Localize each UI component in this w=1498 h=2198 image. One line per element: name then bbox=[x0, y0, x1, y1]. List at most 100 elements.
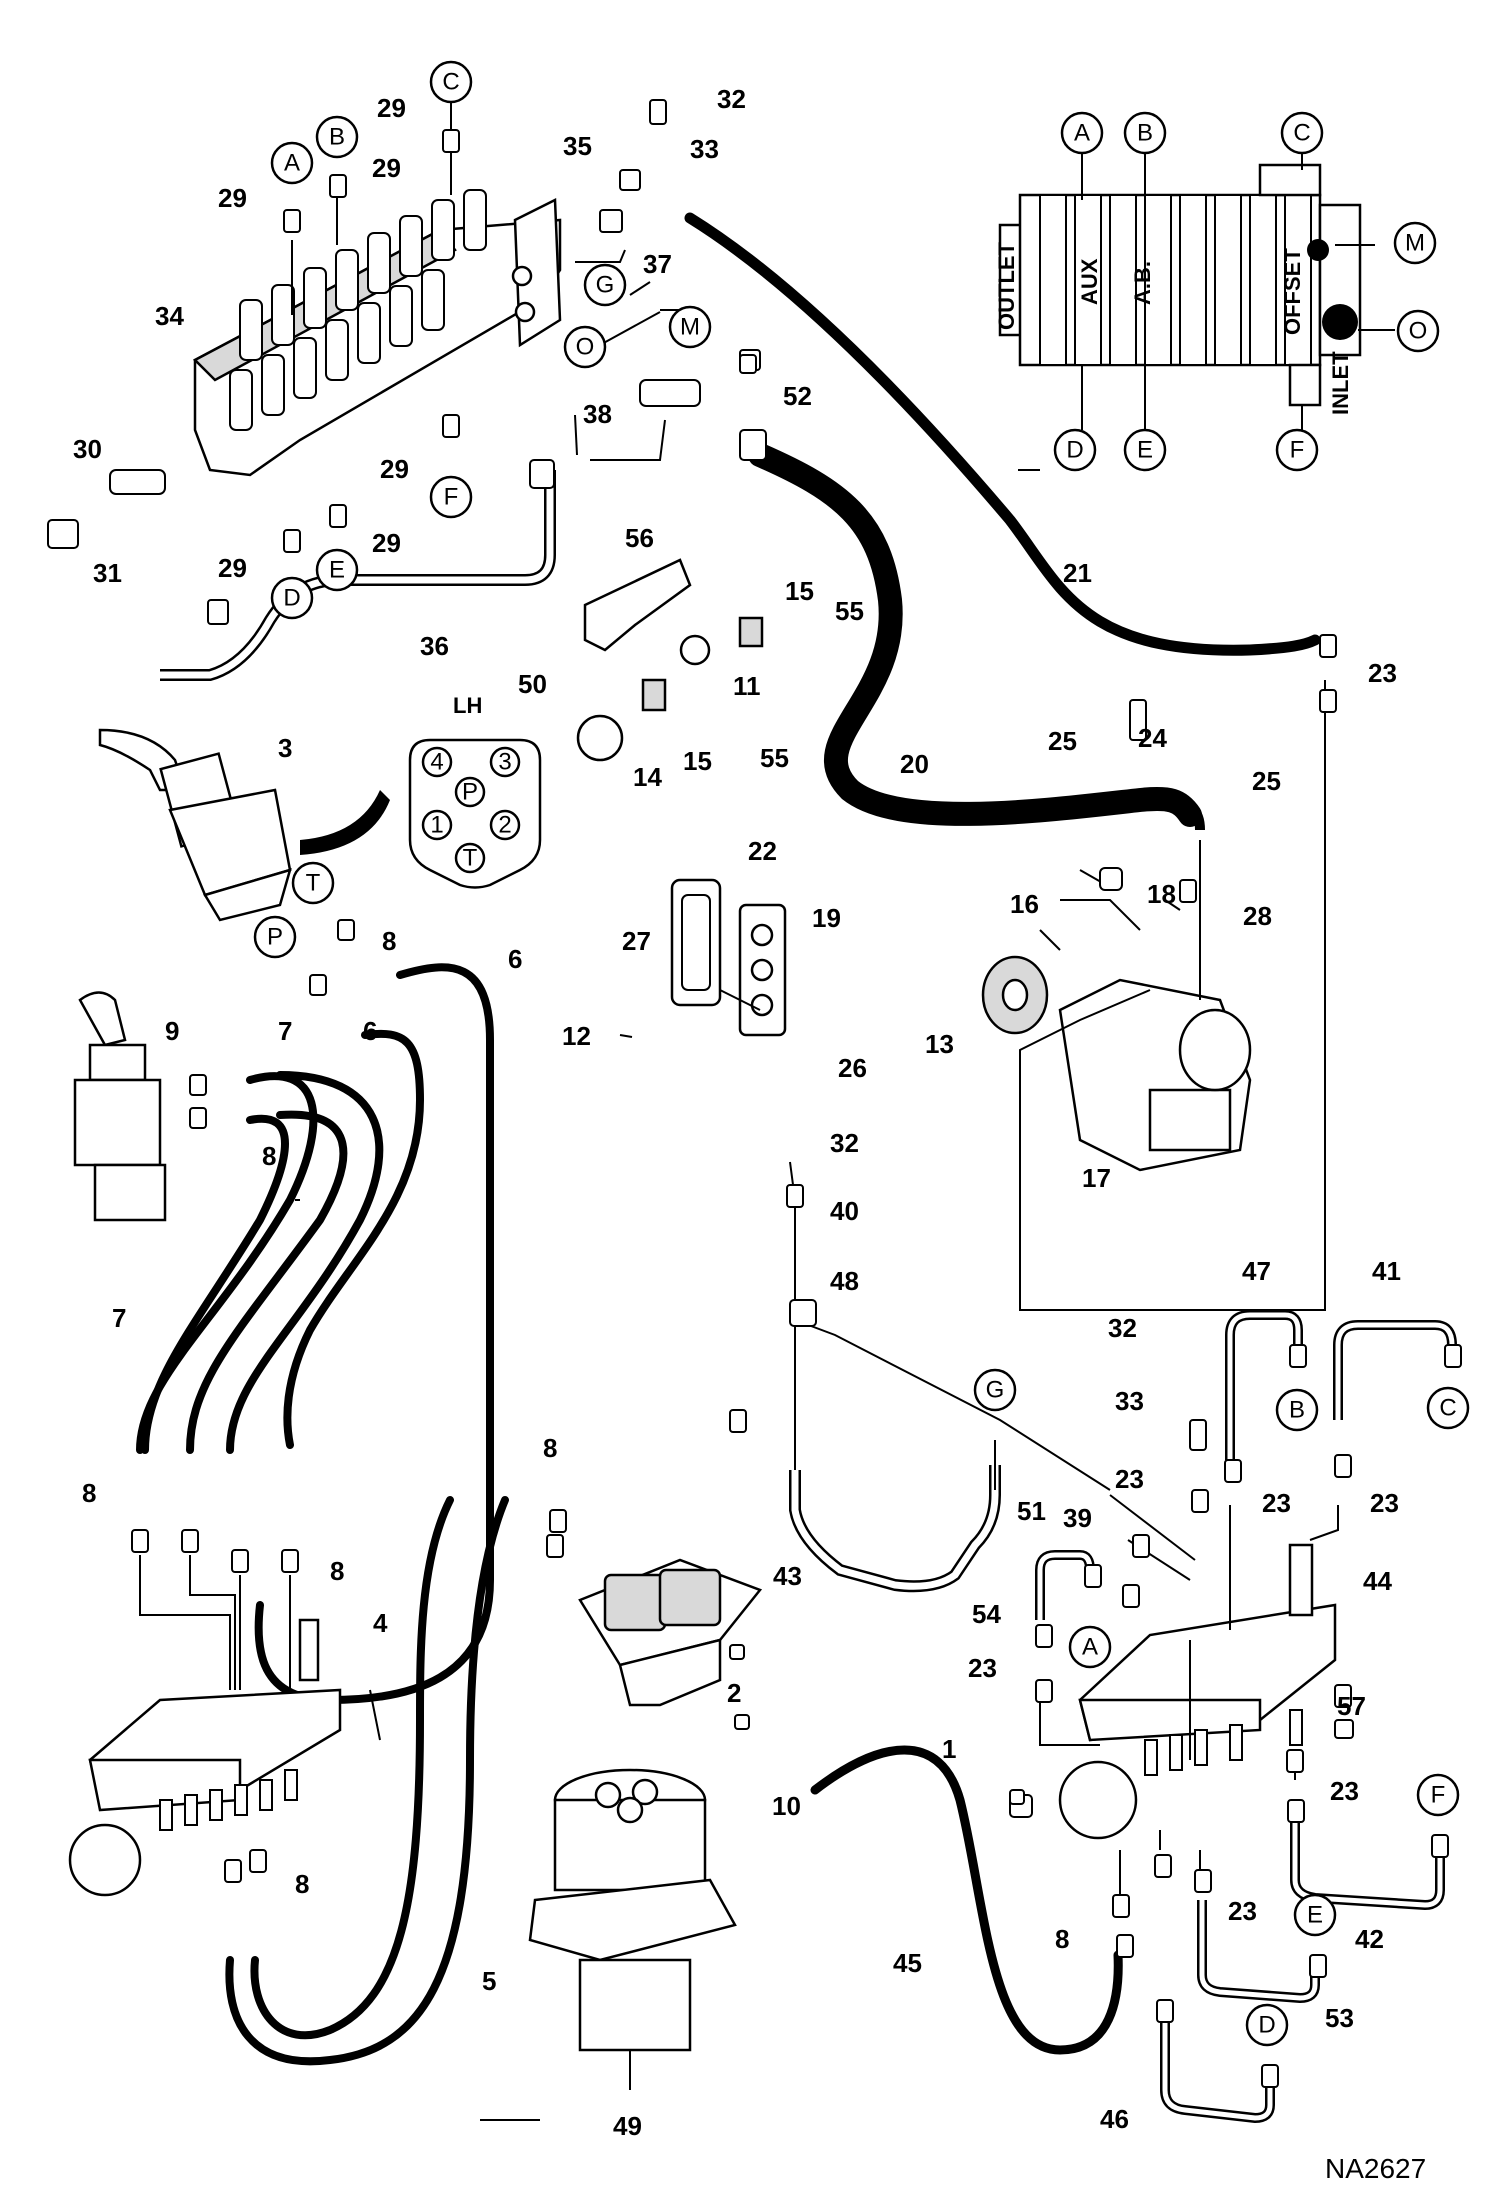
clamp-11 bbox=[679, 634, 711, 666]
callout-34: 34 bbox=[155, 301, 184, 331]
hoses bbox=[136, 212, 1321, 2066]
callout-32a: 32 bbox=[717, 84, 746, 114]
letter-d1 bbox=[270, 576, 314, 620]
letter-g3 bbox=[973, 1368, 1017, 1412]
callout-29a: 29 bbox=[218, 183, 247, 213]
hose-7b bbox=[186, 1110, 348, 1454]
hose-7a bbox=[226, 1071, 384, 1454]
callout-56: 56 bbox=[625, 523, 654, 553]
joystick-9 bbox=[73, 991, 167, 1222]
svg-text:O: O bbox=[576, 334, 595, 361]
callout-51: 51 bbox=[1017, 1496, 1046, 1526]
letter-c1 bbox=[429, 60, 473, 104]
callout-29e: 29 bbox=[218, 553, 247, 583]
svg-text:P: P bbox=[462, 779, 478, 806]
letter-o1 bbox=[563, 325, 607, 369]
callout-13: 13 bbox=[925, 1029, 954, 1059]
clamp-15b bbox=[738, 616, 764, 648]
letter-a1 bbox=[270, 141, 314, 185]
tube-42-inner bbox=[1292, 1820, 1443, 1908]
callout-29c: 29 bbox=[377, 93, 406, 123]
hose-7d bbox=[141, 1114, 289, 1454]
hose-6a bbox=[254, 963, 494, 1704]
clamp-14 bbox=[576, 714, 624, 762]
diagram-code: NA2627 bbox=[1325, 2153, 1426, 2184]
callout-36: 36 bbox=[420, 631, 449, 661]
fittings bbox=[47, 99, 1462, 2088]
callout-52: 52 bbox=[783, 381, 812, 411]
gear-13 bbox=[981, 955, 1049, 1035]
svg-text:E: E bbox=[1307, 1902, 1323, 1929]
svg-text:G: G bbox=[986, 1377, 1005, 1404]
hose-45 bbox=[810, 1745, 1123, 2055]
letter-t bbox=[291, 861, 335, 905]
tube-47-inner bbox=[1227, 1312, 1301, 1460]
letter-d2 bbox=[1053, 428, 1097, 472]
svg-text:T: T bbox=[306, 870, 321, 897]
callout-28: 28 bbox=[1243, 901, 1272, 931]
callout-8c: 8 bbox=[82, 1478, 96, 1508]
letter-c2 bbox=[1280, 111, 1324, 155]
callout-8f: 8 bbox=[295, 1869, 309, 1899]
svg-text:F: F bbox=[1431, 1782, 1446, 1809]
hose-21 bbox=[684, 212, 1321, 656]
letter-d3 bbox=[1245, 2003, 1289, 2047]
manifold-left bbox=[68, 1618, 342, 1897]
plate-19 bbox=[738, 903, 787, 1037]
callout-7a: 7 bbox=[278, 1016, 292, 1046]
callout-42: 42 bbox=[1355, 1924, 1384, 1954]
callout-31: 31 bbox=[93, 558, 122, 588]
port-o-dot bbox=[1322, 304, 1358, 340]
callout-21: 21 bbox=[1063, 558, 1092, 588]
tubes bbox=[160, 470, 1457, 2124]
callout-35: 35 bbox=[563, 131, 592, 161]
hose-5 bbox=[225, 1496, 509, 2066]
callout-25b: 25 bbox=[1252, 766, 1281, 796]
tube-41-inner bbox=[1335, 1322, 1455, 1420]
callout-46: 46 bbox=[1100, 2104, 1129, 2134]
letter-e1 bbox=[315, 548, 359, 592]
callout-54: 54 bbox=[972, 1599, 1001, 1629]
svg-text:G: G bbox=[596, 272, 615, 299]
callout-3: 3 bbox=[278, 733, 292, 763]
callout-29d: 29 bbox=[380, 454, 409, 484]
svg-text:F: F bbox=[1290, 437, 1305, 464]
callout-23f: 23 bbox=[1330, 1776, 1359, 1806]
letter-g1 bbox=[583, 263, 627, 307]
callout-38: 38 bbox=[583, 399, 612, 429]
label-outlet: OUTLET bbox=[994, 241, 1019, 330]
callout-8a: 8 bbox=[382, 926, 396, 956]
valve-schematic: OUTLET AUX A.B. OFFSET INLET bbox=[994, 163, 1362, 415]
svg-text:4: 4 bbox=[430, 749, 443, 776]
callout-49: 49 bbox=[613, 2111, 642, 2141]
callout-32c: 32 bbox=[1108, 1313, 1137, 1343]
port-pattern-lh: LH 4 3 P 1 2 T bbox=[300, 693, 542, 889]
letter-o2 bbox=[1396, 309, 1440, 353]
letter-a2 bbox=[1060, 111, 1104, 155]
callout-6b: 6 bbox=[363, 1016, 377, 1046]
tube-53-inner bbox=[1199, 1900, 1318, 2001]
svg-text:B: B bbox=[1137, 120, 1153, 147]
gasket-22 bbox=[670, 878, 722, 1007]
svg-text:D: D bbox=[1258, 2012, 1275, 2039]
callout-23g: 23 bbox=[1228, 1896, 1257, 1926]
label-offset: OFFSET bbox=[1280, 248, 1305, 335]
svg-text:F: F bbox=[444, 484, 459, 511]
callout-23e: 23 bbox=[968, 1653, 997, 1683]
svg-text:A: A bbox=[284, 150, 300, 177]
callout-23a: 23 bbox=[1368, 658, 1397, 688]
callout-48: 48 bbox=[830, 1266, 859, 1296]
callout-41: 41 bbox=[1372, 1256, 1401, 1286]
letter-f3 bbox=[1416, 1773, 1460, 1817]
callout-15a: 15 bbox=[683, 746, 712, 776]
svg-text:1: 1 bbox=[430, 812, 443, 839]
callout-22: 22 bbox=[748, 836, 777, 866]
svg-text:M: M bbox=[680, 314, 700, 341]
svg-text:E: E bbox=[1137, 437, 1153, 464]
letter-b1 bbox=[315, 115, 359, 159]
callout-26: 26 bbox=[838, 1053, 867, 1083]
svg-text:B: B bbox=[329, 124, 345, 151]
callout-37: 37 bbox=[643, 249, 672, 279]
